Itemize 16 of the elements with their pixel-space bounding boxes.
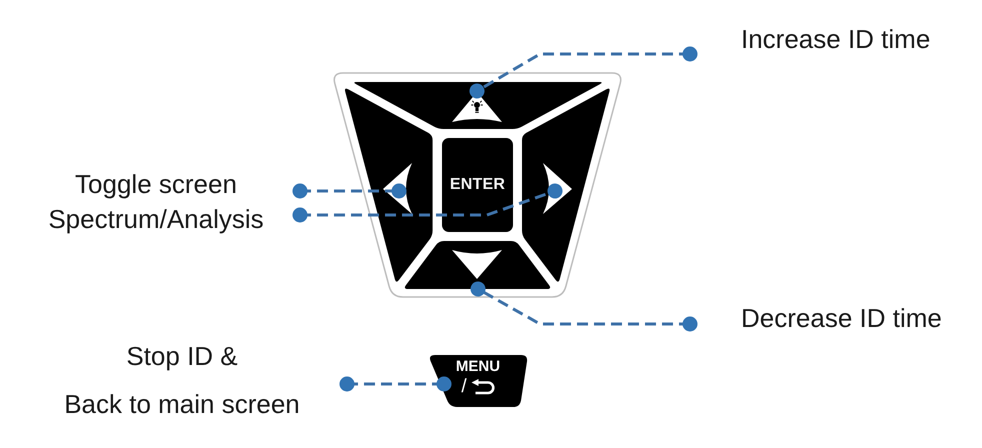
enter-key: ENTER [442,138,513,232]
left-arrow-key [344,87,433,284]
leader-line [470,282,698,332]
callout-text: Decrease ID time [741,303,942,333]
down-arrow-key [403,241,552,289]
leader-line [340,376,452,392]
callout-text: Stop ID & [126,342,238,371]
callout-text: Toggle screen Spectrum/Analysis [47,168,265,236]
leader-line [292,184,406,198]
callout-text: Increase ID time [741,24,930,54]
leader-line [292,184,562,222]
right-arrow-key [522,87,611,284]
keypad-panel [331,72,624,298]
menu-key: MENU / [428,355,528,407]
leader-line [470,46,698,98]
callout-text: Back to main screen [64,390,300,419]
